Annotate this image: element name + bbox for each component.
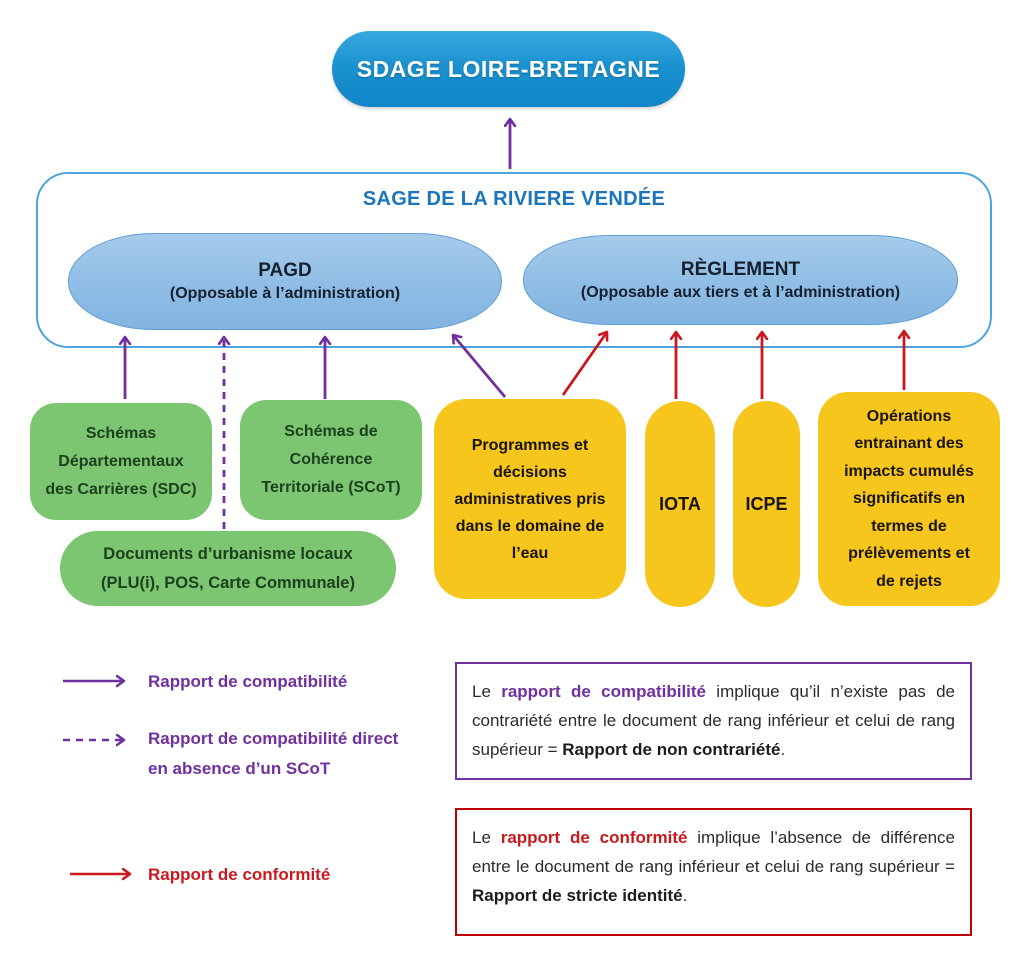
legend-compatibilite-direct-label: Rapport de compatibilité direct en absen…	[148, 729, 399, 778]
node-pagd-subtitle: (Opposable à l’administration)	[169, 285, 401, 302]
note-text-segment: Rapport de stricte identité	[472, 886, 683, 905]
node-operations-impacts: Opérations entrainant des impacts cumulé…	[818, 392, 1000, 606]
node-scot: Schémas de Cohérence Territoriale (SCoT)	[240, 400, 422, 520]
node-pagd: PAGD (Opposable à l’administration)	[68, 233, 502, 330]
node-sdage-label: SDAGE LOIRE-BRETAGNE	[356, 55, 661, 82]
legend-compatibilite-label: Rapport de compatibilité	[148, 672, 348, 691]
note-rapport-conformite: Le rapport de conformité implique l’abse…	[455, 808, 972, 936]
note-text-segment: Le	[472, 828, 501, 847]
note-text-segment: rapport de compatibilité	[501, 682, 706, 701]
node-sage-title: SAGE DE LA RIVIERE VENDÉE	[362, 188, 666, 210]
node-reglement: RÈGLEMENT (Opposable aux tiers et à l’ad…	[523, 235, 958, 325]
node-icpe: ICPE	[733, 401, 800, 607]
note-text-segment: .	[682, 886, 688, 905]
node-reglement-subtitle: (Opposable aux tiers et à l’administrati…	[580, 283, 901, 301]
node-iota: IOTA	[645, 401, 715, 607]
node-sdc: Schémas Départementaux des Carrières (SD…	[30, 403, 212, 520]
legend-conformite-label: Rapport de conformité	[148, 865, 331, 884]
note-text-segment: implique qu’il n’existe pas de contrarié…	[472, 682, 955, 759]
node-pagd-title: PAGD	[258, 260, 312, 281]
node-reglement-title: RÈGLEMENT	[680, 258, 801, 280]
note-text-segment: Rapport de non contrariété	[562, 740, 781, 759]
note-rapport-compatibilite: Le rapport de compatibilité implique qu’…	[455, 662, 972, 780]
note-text-segment: rapport de conformité	[500, 828, 688, 847]
note-text-segment: Le	[472, 682, 502, 701]
node-sdage: SDAGE LOIRE-BRETAGNE	[332, 31, 685, 107]
node-documents-urbanisme: Documents d’urbanisme locaux (PLU(i), PO…	[60, 531, 396, 606]
note-text-segment: implique l’absence de différence entre l…	[472, 828, 955, 876]
node-programmes-eau: Programmes et décisions administratives …	[434, 399, 626, 599]
note-text-segment: .	[780, 740, 786, 759]
